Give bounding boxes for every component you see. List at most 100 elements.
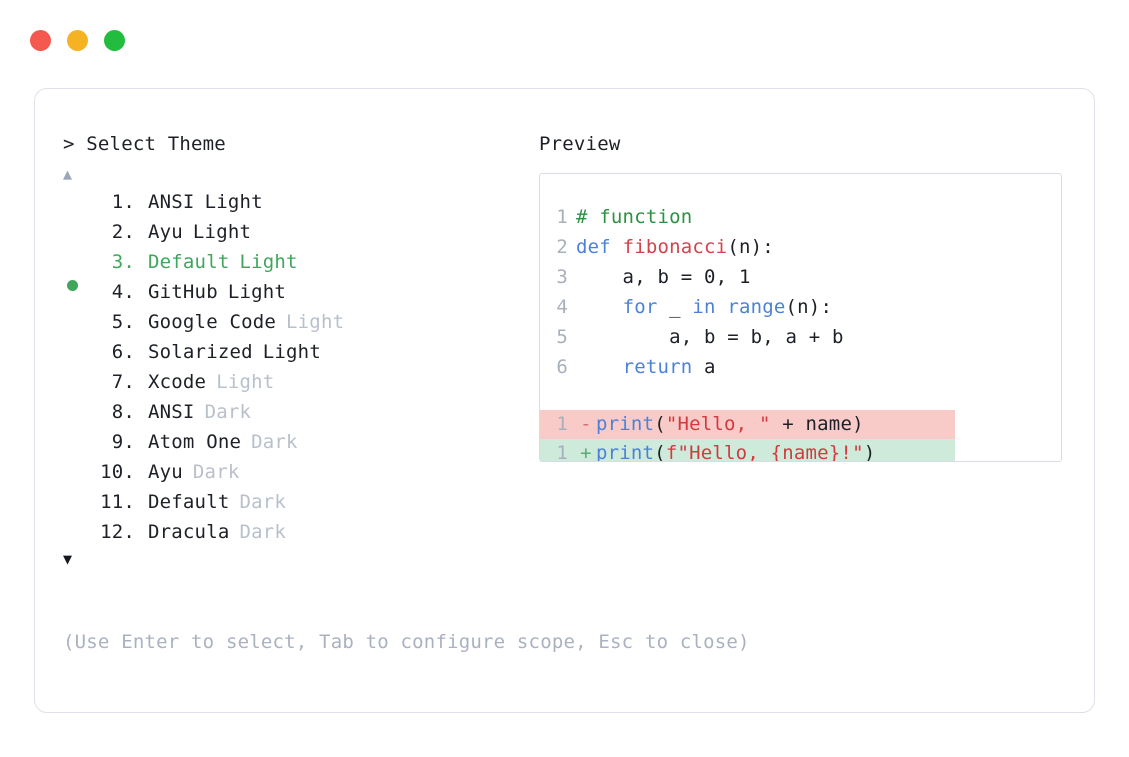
diff-line-number: 1 (556, 442, 568, 462)
code-token-plain: a (692, 356, 716, 378)
prompt-symbol: > (63, 133, 75, 155)
code-line-text: a, b = b, a + b (576, 322, 1061, 352)
code-token-plain (576, 356, 623, 378)
theme-item-name: Default (148, 491, 230, 513)
code-line-text: # function (576, 202, 1061, 232)
code-token-keyword: return (622, 356, 693, 378)
preview-label: Preview (539, 133, 621, 155)
theme-item-number: 6. (111, 341, 135, 363)
scroll-up-icon[interactable]: ▲ (63, 165, 73, 183)
code-token-keyword: for (622, 296, 658, 318)
theme-item-name: Google Code (148, 311, 277, 333)
theme-item-variant: Dark (251, 431, 298, 453)
diff-line-removed: 1-print("Hello, " + name) (540, 410, 955, 439)
maximize-window-button[interactable] (104, 30, 125, 51)
theme-item-number: 10. (100, 461, 135, 483)
theme-item-name: Solarized (148, 341, 253, 363)
theme-item-variant: Dark (204, 401, 252, 423)
theme-item-name: Default (148, 251, 230, 273)
code-token-plain: + name) (770, 413, 864, 435)
theme-item-variant: Light (192, 221, 252, 243)
code-token-plain: ( (654, 413, 666, 435)
code-token-plain: a, b = 0, 1 (576, 266, 751, 288)
theme-item-name: Ayu (148, 461, 183, 483)
code-token-builtin: print (596, 442, 655, 462)
code-line: 5 a, b = b, a + b (540, 322, 1061, 352)
diff-sign: - (580, 413, 592, 435)
theme-item-variant: Light (216, 371, 275, 393)
theme-list-item[interactable]: 1. ANSI Light (63, 187, 533, 217)
code-token-plain: _ (657, 296, 693, 318)
code-line-text: for _ in range(n): (576, 292, 1061, 322)
window-controls (30, 30, 125, 51)
page-title: > Select Theme (63, 131, 533, 157)
line-number: 5 (556, 326, 568, 348)
code-line: 4 for _ in range(n): (540, 292, 1061, 322)
theme-item-number: 2. (111, 221, 135, 243)
selected-bullet-icon (67, 280, 78, 291)
line-number: 3 (556, 266, 568, 288)
code-line: 3 a, b = 0, 1 (540, 262, 1061, 292)
code-token-plain: a, b = b, a + b (576, 326, 844, 348)
diff-line-added: 1 +print(f"Hello, {name}!") (540, 439, 955, 462)
page-title-label: Select Theme (86, 133, 226, 155)
close-window-button[interactable] (30, 30, 51, 51)
diff-sign: + (580, 442, 592, 462)
scroll-down-icon[interactable]: ▼ (63, 550, 73, 568)
theme-item-name: Atom One (148, 431, 242, 453)
theme-list-item[interactable]: 10. Ayu Dark (63, 457, 533, 487)
code-token-plain: (n): (727, 236, 774, 258)
code-token-plain (576, 296, 623, 318)
theme-item-variant: Light (227, 281, 287, 303)
code-line: 1# function (540, 202, 1061, 232)
theme-item-number: 8. (111, 401, 135, 423)
theme-item-number: 3. (111, 251, 135, 273)
theme-list-item[interactable]: 4. GitHub Light (63, 277, 533, 307)
theme-item-number: 4. (111, 281, 135, 303)
theme-item-variant: Light (286, 311, 345, 333)
code-token-plain (716, 296, 728, 318)
theme-item-number: 9. (111, 431, 135, 453)
code-token-func: fibonacci (622, 236, 728, 258)
theme-item-variant: Dark (239, 491, 287, 513)
theme-item-name: GitHub (148, 281, 218, 303)
theme-item-variant: Dark (239, 521, 287, 543)
minimize-window-button[interactable] (67, 30, 88, 51)
diff-line-number: 1 (556, 413, 568, 435)
code-line: 6 return a (540, 352, 1061, 382)
theme-item-variant: Light (204, 191, 263, 213)
theme-item-variant: Dark (192, 461, 240, 483)
theme-item-variant: Light (262, 341, 321, 363)
theme-item-name: ANSI (148, 401, 195, 423)
code-line-text: def fibonacci(n): (576, 232, 1061, 262)
code-token-plain: ) (863, 442, 876, 462)
theme-item-name: ANSI (148, 191, 195, 213)
code-token-plain: ( (654, 442, 666, 462)
code-token-plain: (n): (785, 296, 833, 318)
code-token-string: "Hello, " (665, 413, 771, 435)
line-number: 4 (556, 296, 568, 318)
theme-list-item[interactable]: 6. Solarized Light (63, 337, 533, 367)
diff-block: 1-print("Hello, " + name)1+print(f"Hello… (540, 410, 1061, 462)
code-token-builtin: range (727, 296, 786, 318)
theme-list-item[interactable]: 9. Atom One Dark (63, 427, 533, 457)
theme-item-number: 1. (111, 191, 135, 213)
diff-line-text: print(f"Hello, {name}!") (596, 439, 955, 462)
theme-item-number: 7. (111, 371, 135, 393)
code-line-text: a, b = 0, 1 (576, 262, 1061, 292)
theme-item-name: Dracula (148, 521, 230, 543)
line-number: 6 (556, 356, 568, 378)
theme-list-item[interactable]: 8. ANSI Dark (63, 397, 533, 427)
